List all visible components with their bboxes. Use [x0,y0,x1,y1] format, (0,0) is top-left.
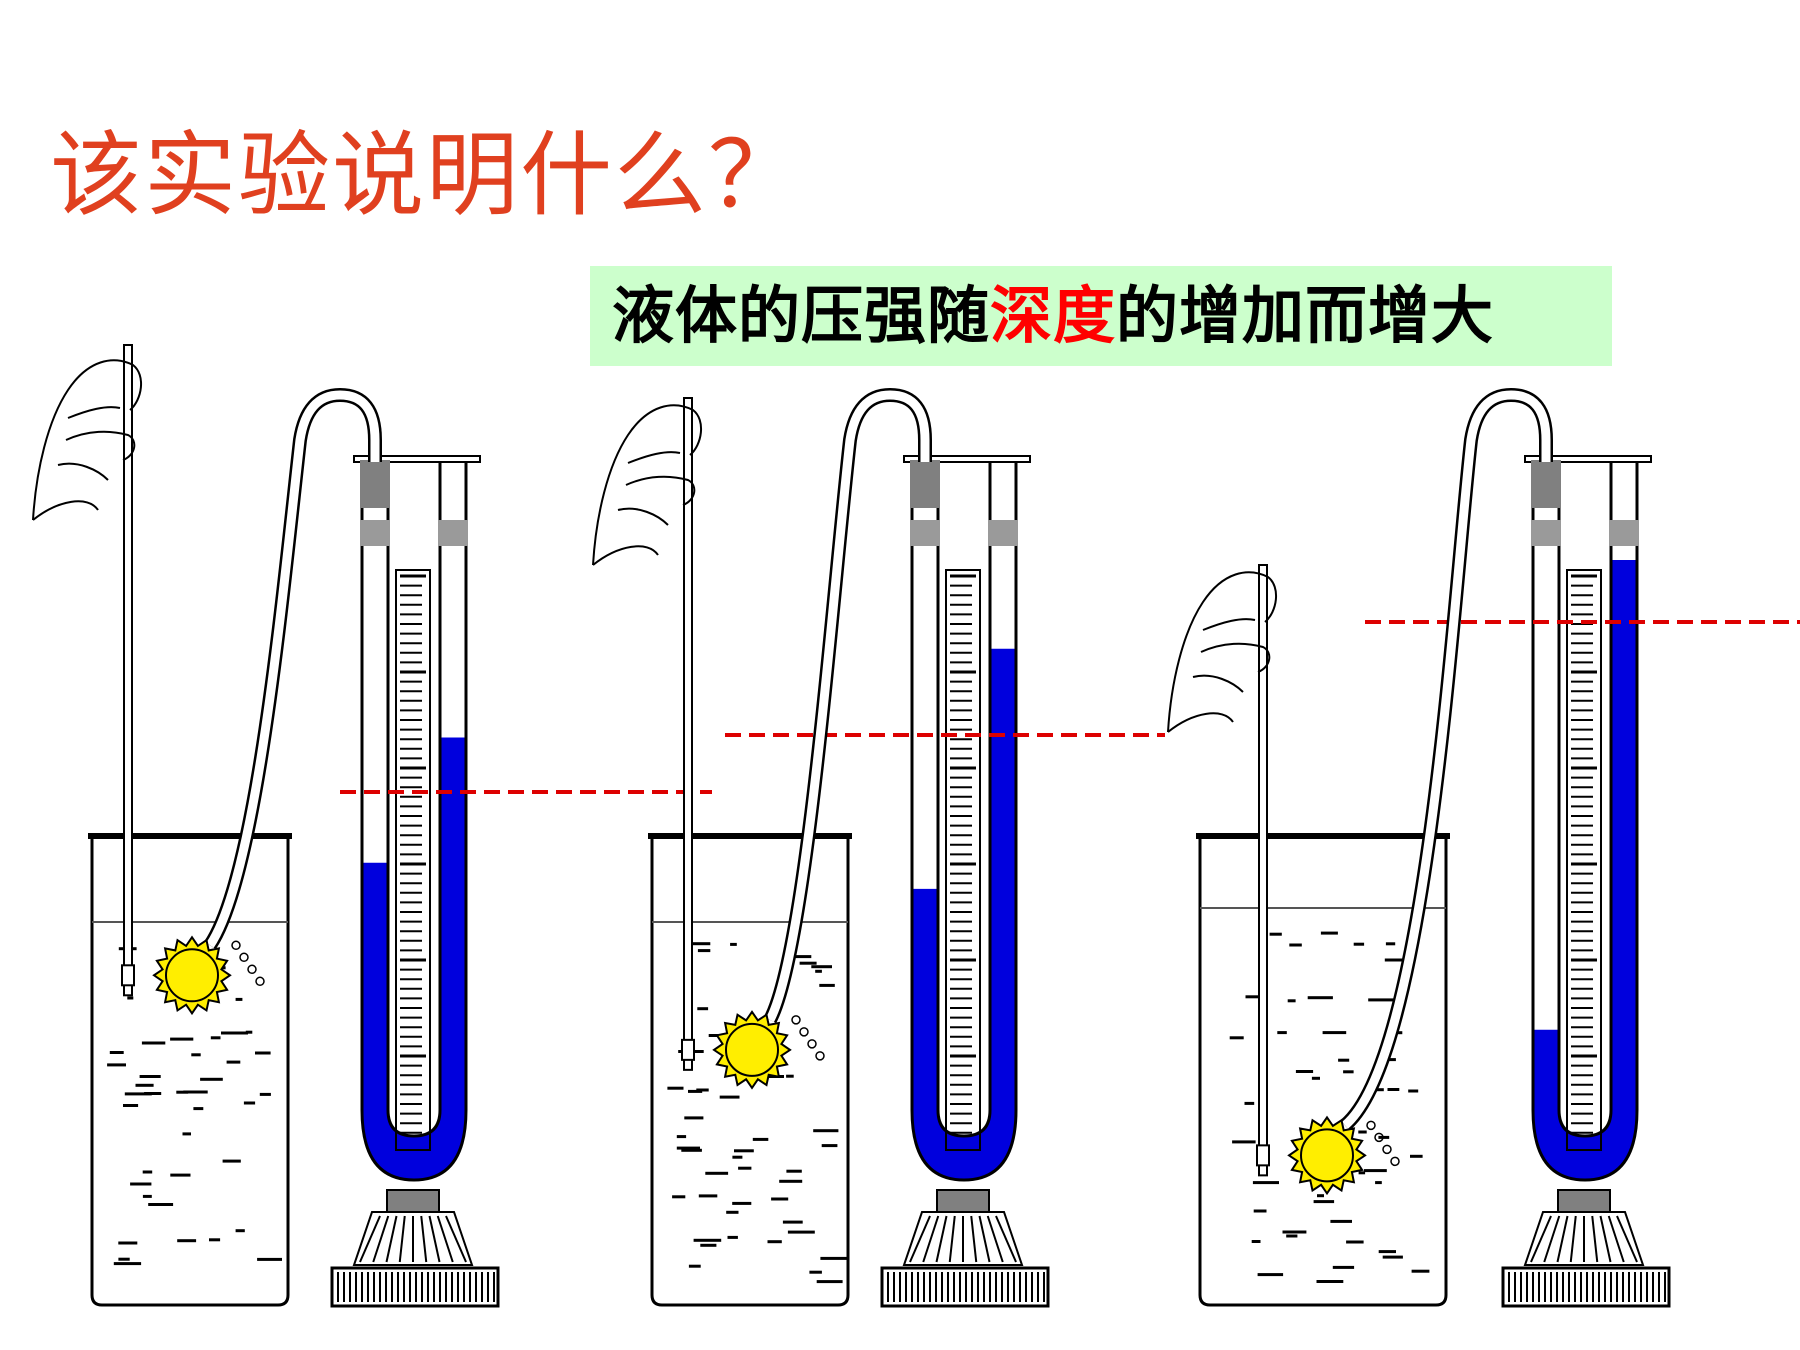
manometer-scale [395,569,431,1151]
experiment-panel-2 [592,387,1165,1308]
tube-fitting [360,460,390,508]
question-title: 该实验说明什么？ [50,122,803,229]
pressure-probe-icon [121,935,265,1016]
manometer-stand [880,1189,1050,1308]
manometer-liquid [912,648,1016,1180]
pressure-probe-icon [681,1010,825,1090]
experiment-panel-1 [32,344,712,1308]
manometer-scale [1566,569,1602,1151]
probe-stick [683,397,693,1071]
pressure-probe-icon [1256,1115,1400,1196]
tube-fitting [910,460,940,508]
u-tube-manometer-icon [1524,455,1652,1182]
probe-stick [1258,564,1268,1177]
u-tube-manometer-icon [353,455,481,1182]
manometer-scale [945,569,981,1151]
hand-icon [592,404,702,566]
probe-stick [123,344,133,997]
hand-icon [1167,571,1277,733]
experiment-panel-3 [1167,387,1800,1308]
manometer-stand [1501,1189,1671,1308]
conclusion-box: 液体的压强随深度的增加而增大 [590,266,1612,366]
beaker-icon [1196,833,1450,1307]
u-tube-manometer-icon [903,455,1031,1182]
water-marks [667,942,849,1284]
conclusion-text-before: 液体的压强随 [612,279,991,352]
hand-icon [32,359,142,521]
conclusion-highlight: 深度 [990,279,1117,352]
manometer-stand [330,1189,500,1308]
tube-fitting [1531,460,1561,508]
conclusion-text-after: 的增加而增大 [1116,279,1495,352]
beaker-icon [88,833,292,1307]
